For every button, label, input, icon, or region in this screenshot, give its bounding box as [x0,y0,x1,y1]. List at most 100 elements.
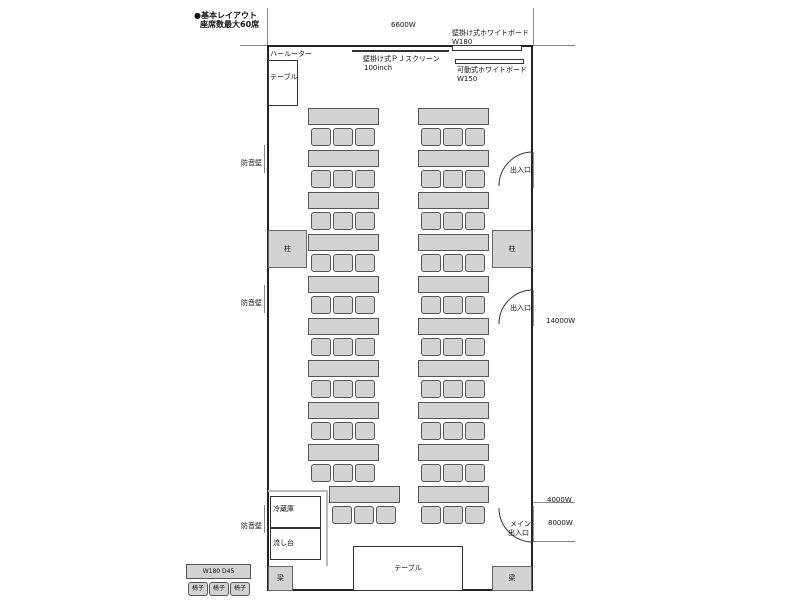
door-2 [498,289,534,326]
chair [311,254,331,272]
desk [418,108,489,125]
pj-screen-label: 壁掛け式ＰＪスクリーン [363,55,440,63]
chair [355,380,375,398]
pillar-left-label: 柱 [284,244,291,253]
desk [308,108,379,125]
chair [311,170,331,188]
chair [355,338,375,356]
desk [418,276,489,293]
desk [308,150,379,167]
pillar-left: 柱 [268,230,307,268]
diagram-title: ●基本レイアウト [194,11,257,20]
chair [465,296,485,314]
legend-chair-3: 椅子 [230,582,250,596]
desk [418,318,489,335]
legend-desk-label: W180 D45 [202,567,235,575]
chair [421,380,441,398]
chair [465,464,485,482]
pj-screen-size: 100inch [364,64,393,72]
chair [333,128,353,146]
chair [311,422,331,440]
chair [354,506,374,524]
soundproof-wall-1 [264,145,265,173]
mobile-whiteboard [455,59,524,64]
chair [355,254,375,272]
soundproof-label-3: 防音壁 [241,522,262,530]
chair [465,380,485,398]
ext-line-right-side [533,502,575,503]
ext-line-right [533,8,534,45]
chair [465,422,485,440]
diagram-subtitle: 座席数最大60席 [200,20,260,29]
chair [355,422,375,440]
chair [421,464,441,482]
width-dimension: 6600W [391,21,416,29]
soundproof-label-2: 防音壁 [241,299,262,307]
pillar-bottom-right-label: 梁 [508,574,516,582]
mobile-whiteboard-size: W150 [457,75,478,83]
wall-whiteboard [452,45,522,51]
desk [308,360,379,377]
chair [465,506,485,524]
desk [418,360,489,377]
chair [443,254,463,272]
chair [311,464,331,482]
fridge-label: 冷蔵庫 [273,505,294,513]
chair [421,506,441,524]
chair [355,464,375,482]
wall-whiteboard-size: W180 [452,38,473,46]
chair [355,170,375,188]
chair [421,422,441,440]
chair [443,464,463,482]
door-main-label-2: 出入口 [508,529,529,537]
chair [311,128,331,146]
door-main [498,506,534,543]
legend-chair-2: 椅子 [209,582,229,596]
chair [443,506,463,524]
legend-chair-2-label: 椅子 [212,585,225,592]
chair [443,170,463,188]
chair [311,212,331,230]
chair [465,254,485,272]
chair [421,338,441,356]
chair [465,212,485,230]
soundproof-wall-3 [264,505,265,533]
pillar-right: 柱 [492,230,532,268]
chair [333,380,353,398]
chair [421,254,441,272]
pillar-bottom-left-label: 梁 [277,574,284,582]
chair [333,212,353,230]
desk [308,318,379,335]
right-top-dimension: 4000W [547,496,572,504]
chair [443,296,463,314]
chair [443,128,463,146]
desk [418,444,489,461]
chair [355,128,375,146]
chair [443,212,463,230]
desk [308,192,379,209]
right-bottom-dimension: 8000W [548,519,573,527]
desk [329,486,400,503]
door-1-label: 出入口 [510,166,531,174]
chair [311,380,331,398]
chair [333,296,353,314]
chair [465,338,485,356]
chair [421,170,441,188]
top-left-table-label: テーブル [270,73,298,81]
pillar-right-label: 柱 [508,244,516,253]
pillar-bottom-right: 梁 [492,566,532,591]
door-2-label: 出入口 [510,304,531,312]
chair [421,128,441,146]
chair [333,170,353,188]
desk [308,276,379,293]
depth-dimension: 14000W [546,317,576,325]
chair [311,296,331,314]
desk [308,234,379,251]
desk [418,192,489,209]
wall-whiteboard-label: 壁掛け式ホワイトボード [452,29,529,37]
fridge [270,496,321,528]
ext-line-left [267,8,268,45]
mobile-whiteboard-label: 可動式ホワイトボード [457,66,527,74]
desk [418,150,489,167]
soundproof-label-1: 防音壁 [241,159,262,167]
